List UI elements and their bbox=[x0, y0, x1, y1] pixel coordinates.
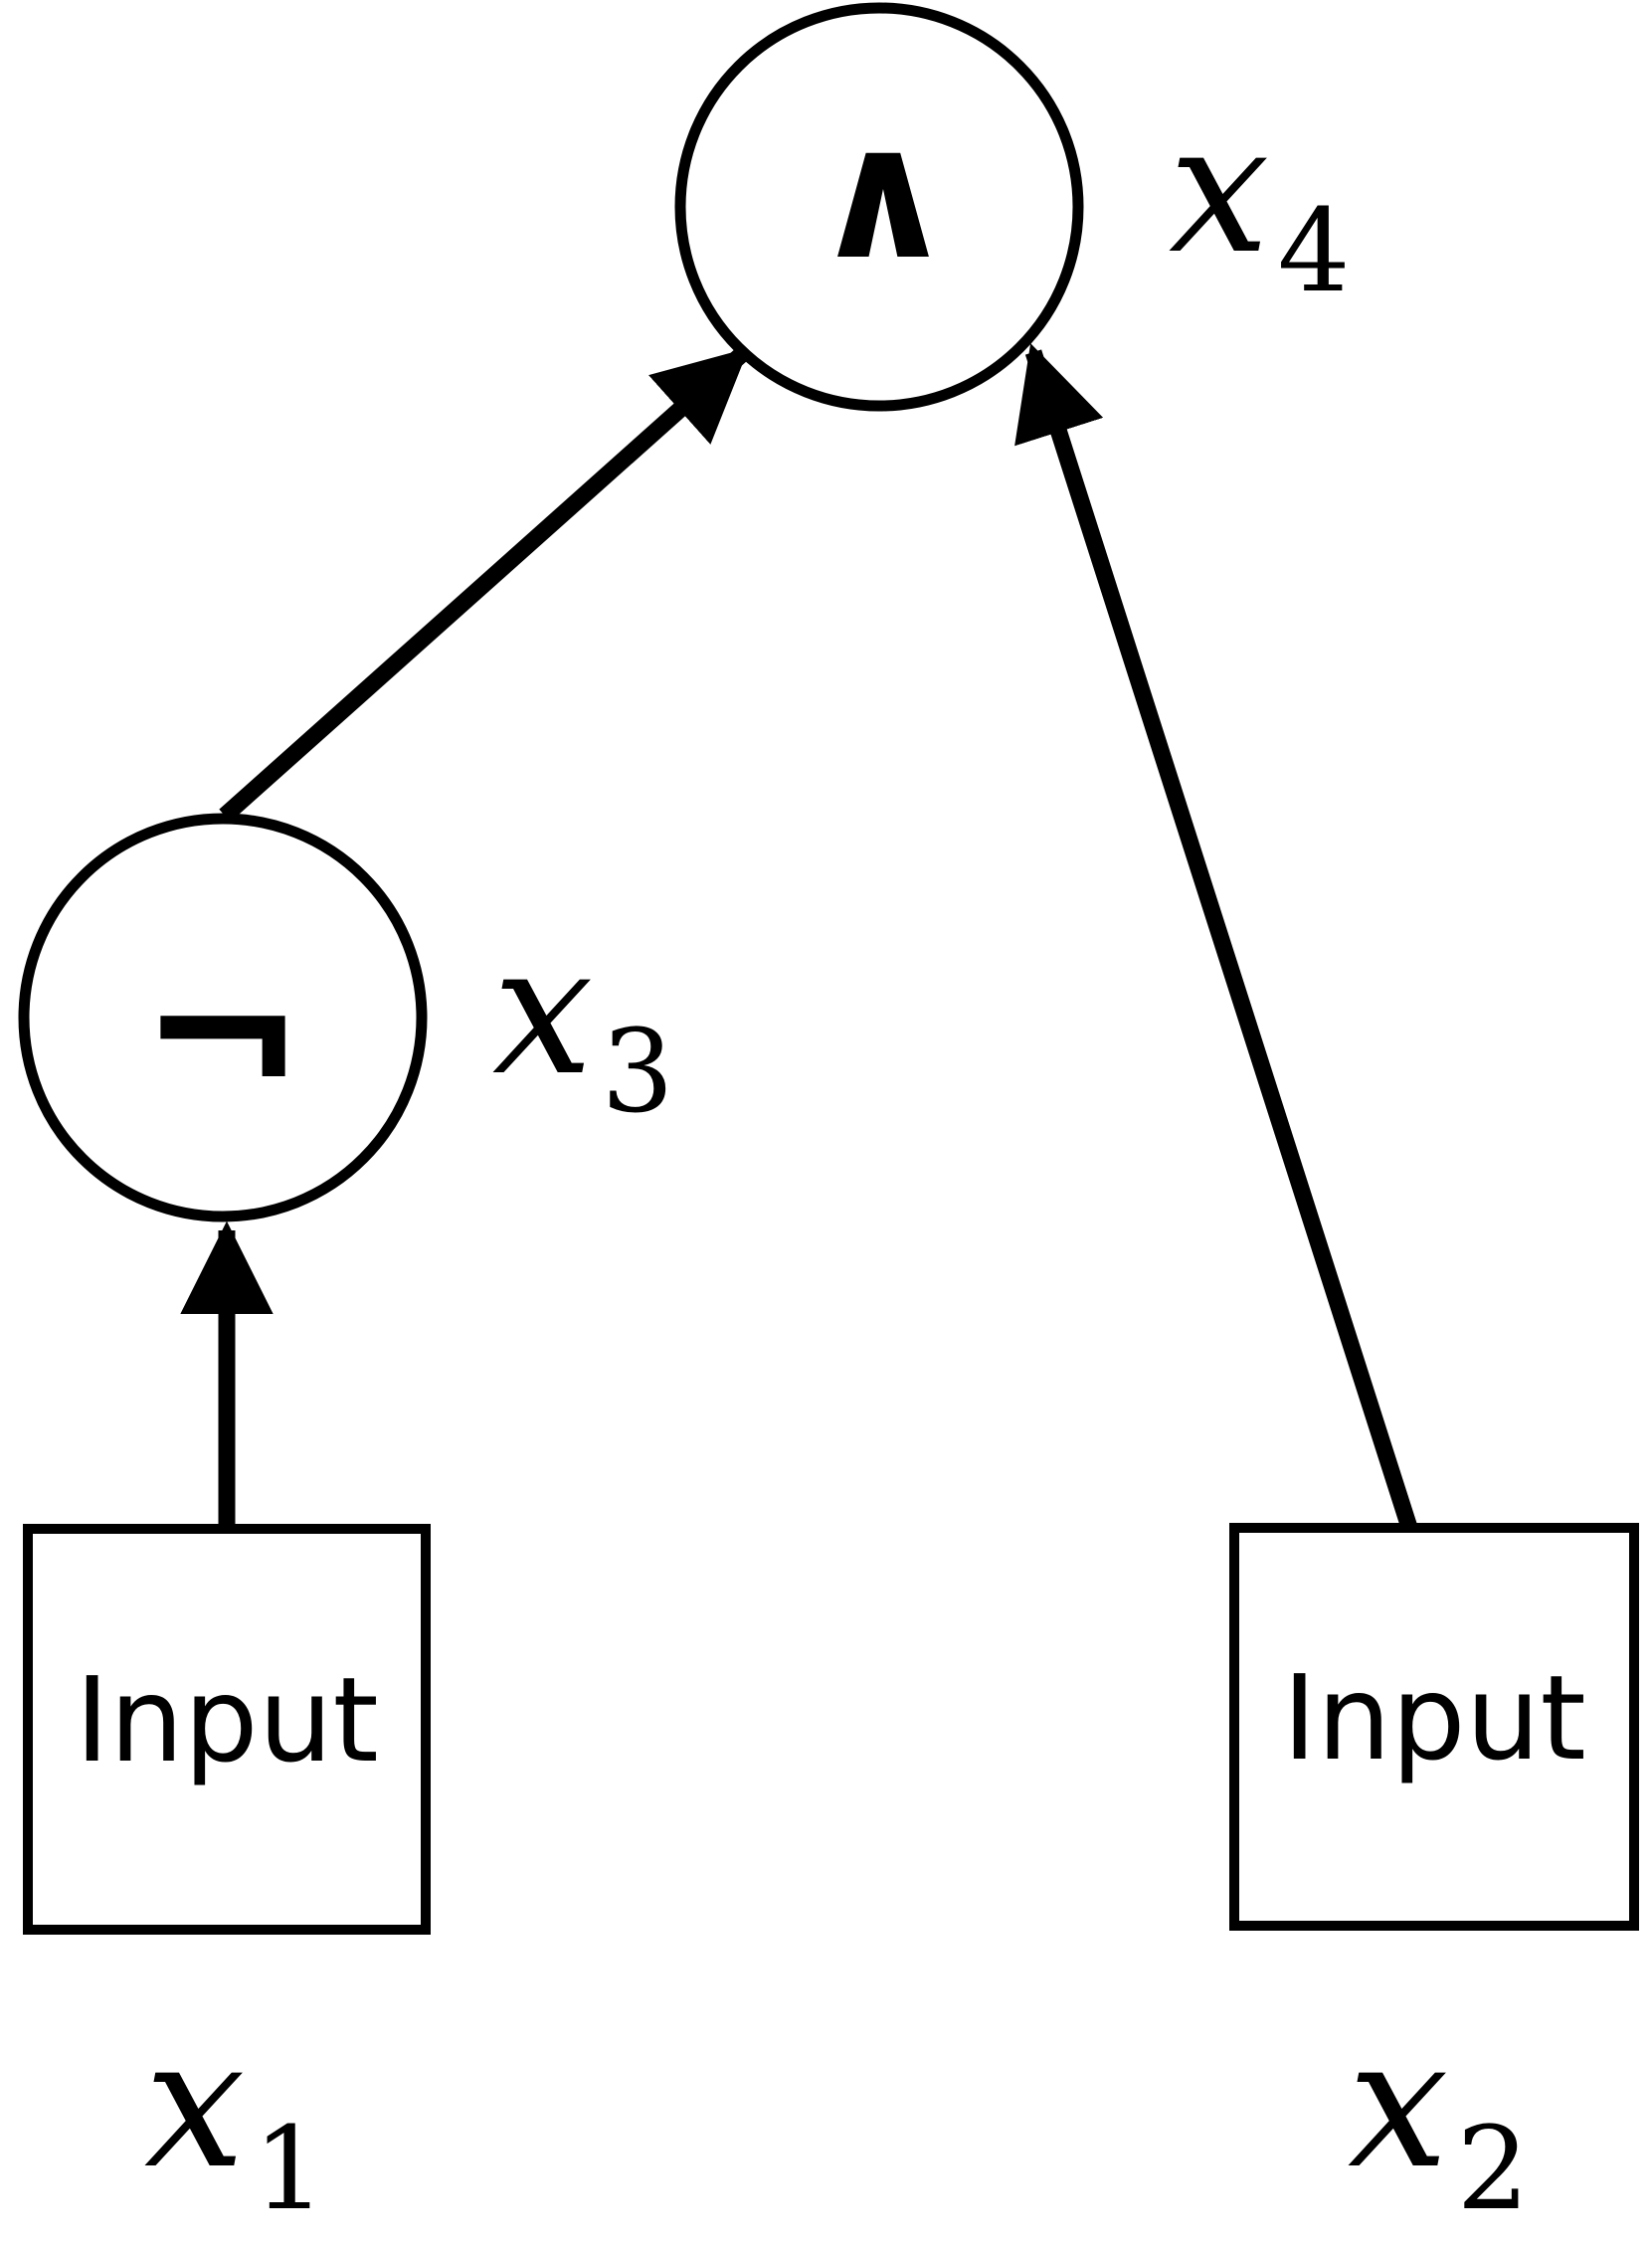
not-node-circle bbox=[18, 813, 428, 1222]
x2-variable-label: x2 bbox=[1348, 2000, 1530, 2236]
input1-text: Input bbox=[75, 1651, 379, 1788]
x3-subscript: 3 bbox=[602, 1006, 674, 1139]
x4-variable-label: x4 bbox=[1169, 86, 1351, 318]
x2-subscript: 2 bbox=[1457, 2103, 1530, 2236]
input1-box bbox=[23, 1524, 431, 1935]
x3-variable-label: x3 bbox=[492, 907, 674, 1139]
and-gate-icon: ∧ bbox=[811, 92, 956, 299]
x1-base: x bbox=[144, 2000, 246, 2208]
x3-base: x bbox=[492, 907, 594, 1115]
and-node-circle bbox=[674, 2, 1084, 412]
x1-subscript: 1 bbox=[254, 2103, 326, 2236]
x4-base: x bbox=[1169, 86, 1270, 293]
input2-box bbox=[1229, 1523, 1639, 1931]
arrow-not-to-and bbox=[219, 347, 749, 823]
x4-subscript: 4 bbox=[1278, 185, 1351, 318]
arrow-input2-to-and bbox=[1014, 343, 1421, 1540]
x1-variable-label: x1 bbox=[144, 2000, 326, 2236]
input2-text: Input bbox=[1282, 1649, 1586, 1786]
not-gate-icon: ¬ bbox=[139, 920, 306, 1152]
x2-base: x bbox=[1348, 2000, 1449, 2208]
